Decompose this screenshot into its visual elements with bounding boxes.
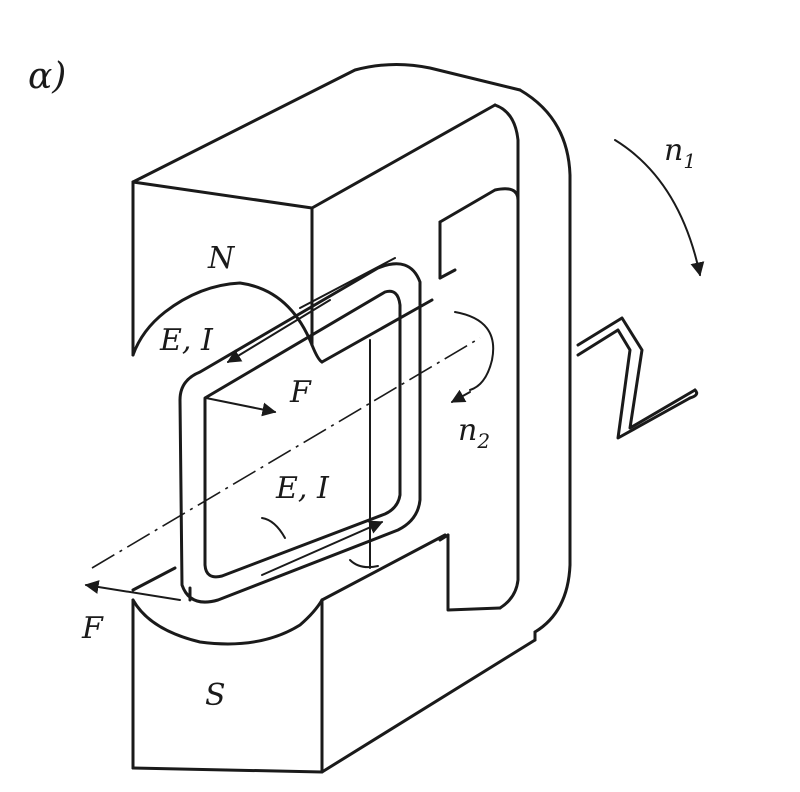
force-bottom-label: F: [81, 611, 104, 646]
emf-current-bottom-label: E, I: [275, 471, 330, 506]
crank-handle-edge: [576, 316, 697, 430]
current-line-top: [299, 257, 396, 309]
coil-loop: [178, 262, 422, 604]
axis-rotation-arc: [454, 311, 495, 391]
emf-current-top-label: E, I: [159, 323, 214, 358]
n1-arrow: [614, 139, 705, 277]
force-arrow-bottom: [84, 580, 181, 601]
n1-label: n1: [664, 133, 696, 173]
current-arrow-bottom: [261, 520, 384, 576]
magnet-frame: [131, 62, 572, 774]
panel-label: α): [28, 56, 66, 97]
force-top-label: F: [289, 375, 312, 410]
north-pole-label: N: [207, 241, 236, 276]
rotation-axis: [91, 337, 481, 569]
current-arrow-top: [226, 299, 331, 363]
crank-handle: [576, 328, 692, 440]
force-arrow-top: [205, 397, 277, 417]
n2-arrow: [450, 389, 471, 403]
south-pole-label: S: [205, 678, 226, 713]
n2-label: n2: [458, 413, 490, 453]
